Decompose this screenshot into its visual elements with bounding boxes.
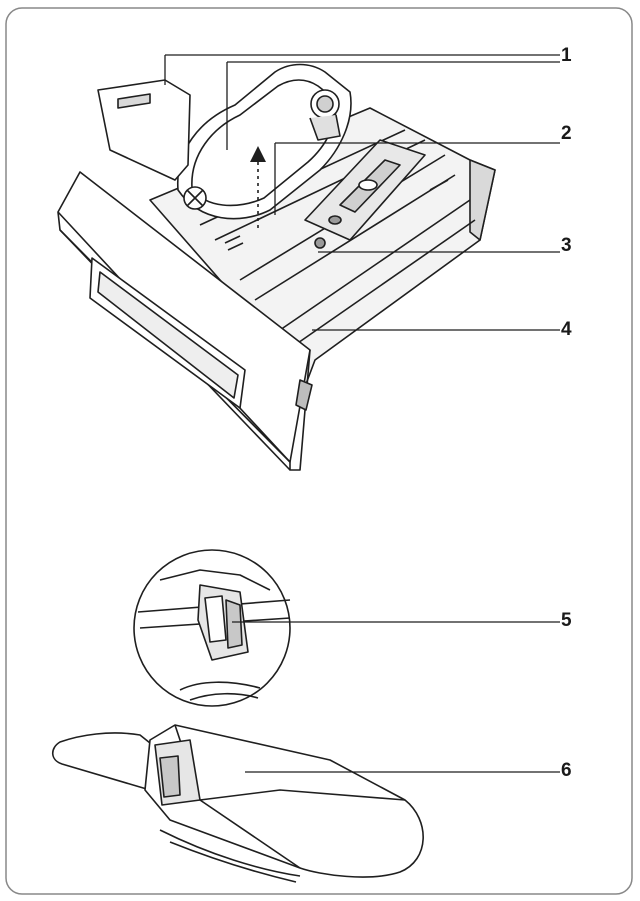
leader-line-1b [226, 61, 560, 150]
callout-4: 4 [561, 319, 572, 340]
leader-lines [164, 54, 560, 773]
callout-2: 2 [561, 123, 572, 144]
callout-1: 1 [561, 45, 572, 66]
latch-detail-illustration [133, 549, 291, 707]
leader-line-2 [274, 142, 560, 215]
drawer-illustration [57, 63, 496, 471]
callout-5: 5 [561, 610, 572, 631]
callout-3: 3 [561, 235, 572, 256]
callout-6: 6 [561, 760, 572, 781]
leader-line-1 [164, 54, 560, 85]
insert-illustration [51, 724, 424, 883]
